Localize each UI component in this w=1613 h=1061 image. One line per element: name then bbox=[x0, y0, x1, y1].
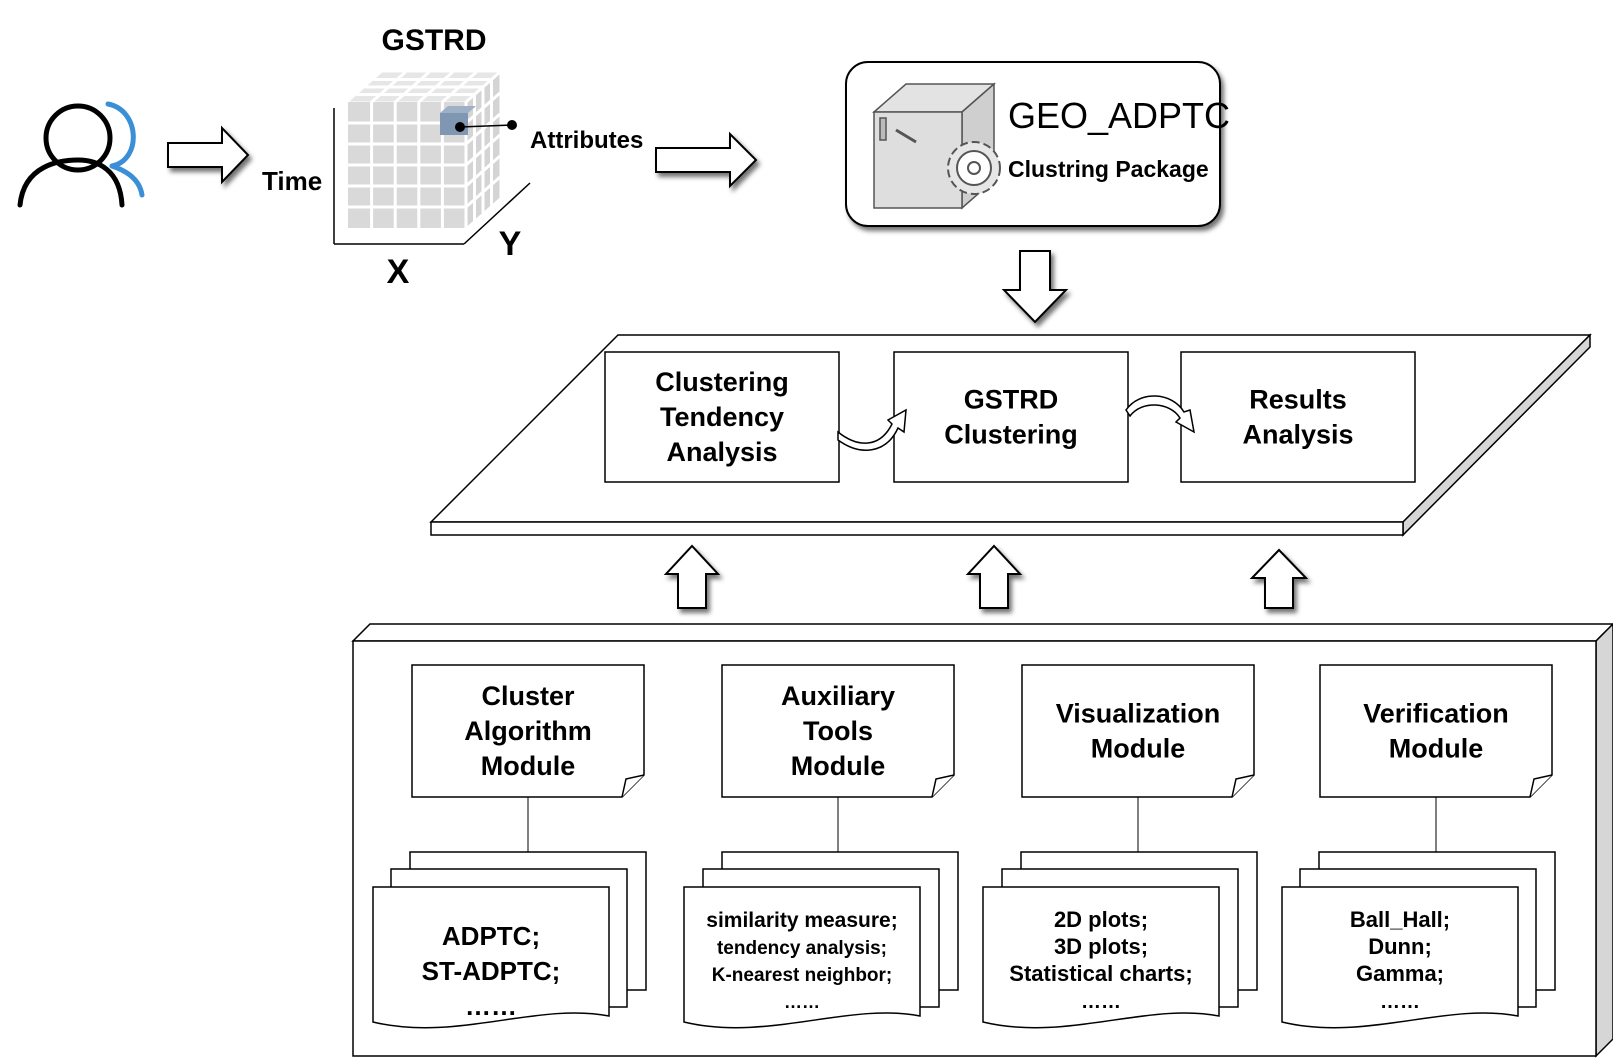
module-item: Gamma; bbox=[1356, 961, 1444, 986]
module-item: K-nearest neighbor; bbox=[712, 965, 893, 986]
module-title: Auxiliary bbox=[781, 681, 895, 711]
down-arrow-icon bbox=[1001, 250, 1069, 324]
up-arrow-icon bbox=[965, 544, 1023, 609]
curved-arrow-icon bbox=[837, 408, 907, 451]
gear-icon bbox=[947, 141, 1001, 195]
module-item: 3D plots; bbox=[1054, 934, 1148, 959]
x-axis-label: X bbox=[387, 253, 410, 291]
data-cube bbox=[346, 70, 502, 230]
module-item: …… bbox=[465, 991, 517, 1021]
module-item: ADPTC; bbox=[442, 921, 540, 951]
step-label: Results bbox=[1249, 385, 1347, 415]
up-arrow-icon bbox=[663, 544, 721, 609]
time-label: Time bbox=[262, 166, 322, 196]
y-axis-label: Y bbox=[499, 225, 522, 263]
module-title: Visualization bbox=[1056, 699, 1221, 729]
module-item: …… bbox=[784, 992, 820, 1012]
step-label: Tendency bbox=[660, 402, 784, 432]
module-item: …… bbox=[1380, 991, 1420, 1013]
right-arrow-icon bbox=[655, 131, 758, 189]
attributes-label: Attributes bbox=[530, 127, 643, 154]
package-subtitle: Clustring Package bbox=[1008, 156, 1209, 182]
right-arrow-icon bbox=[167, 125, 250, 185]
module-item: similarity measure; bbox=[706, 909, 897, 932]
module-item: tendency analysis; bbox=[717, 938, 887, 959]
step-label: Analysis bbox=[666, 437, 777, 467]
module-title: Algorithm bbox=[464, 716, 592, 746]
step-label: Clustering bbox=[655, 367, 789, 397]
module-item: ST-ADPTC; bbox=[422, 956, 561, 986]
module-title: Module bbox=[791, 751, 886, 781]
module-title: Tools bbox=[803, 716, 873, 746]
up-arrow-icon bbox=[1249, 548, 1309, 609]
module-item: Statistical charts; bbox=[1009, 961, 1192, 986]
module-title: Module bbox=[481, 751, 576, 781]
module-title: Module bbox=[1389, 734, 1484, 764]
module-title: Verification bbox=[1363, 699, 1509, 729]
user-icon bbox=[17, 101, 145, 208]
step-label: Clustering bbox=[944, 420, 1078, 450]
module-item: 2D plots; bbox=[1054, 907, 1148, 932]
cube-axes bbox=[333, 108, 531, 245]
module-item: Ball_Hall; bbox=[1350, 907, 1450, 932]
package-title: GEO_ADPTC bbox=[1008, 95, 1230, 136]
step-box: GSTRD Clustering bbox=[893, 351, 1129, 483]
module-item: …… bbox=[1081, 991, 1121, 1013]
module-title: Module bbox=[1091, 734, 1186, 764]
attribute-pointer bbox=[455, 120, 517, 132]
module-title: Cluster bbox=[481, 681, 575, 711]
step-label: Analysis bbox=[1242, 420, 1353, 450]
step-label: GSTRD bbox=[964, 385, 1059, 415]
curved-arrow-icon bbox=[1125, 395, 1196, 434]
cube-title: GSTRD bbox=[382, 24, 487, 57]
module-item: Dunn; bbox=[1368, 934, 1432, 959]
